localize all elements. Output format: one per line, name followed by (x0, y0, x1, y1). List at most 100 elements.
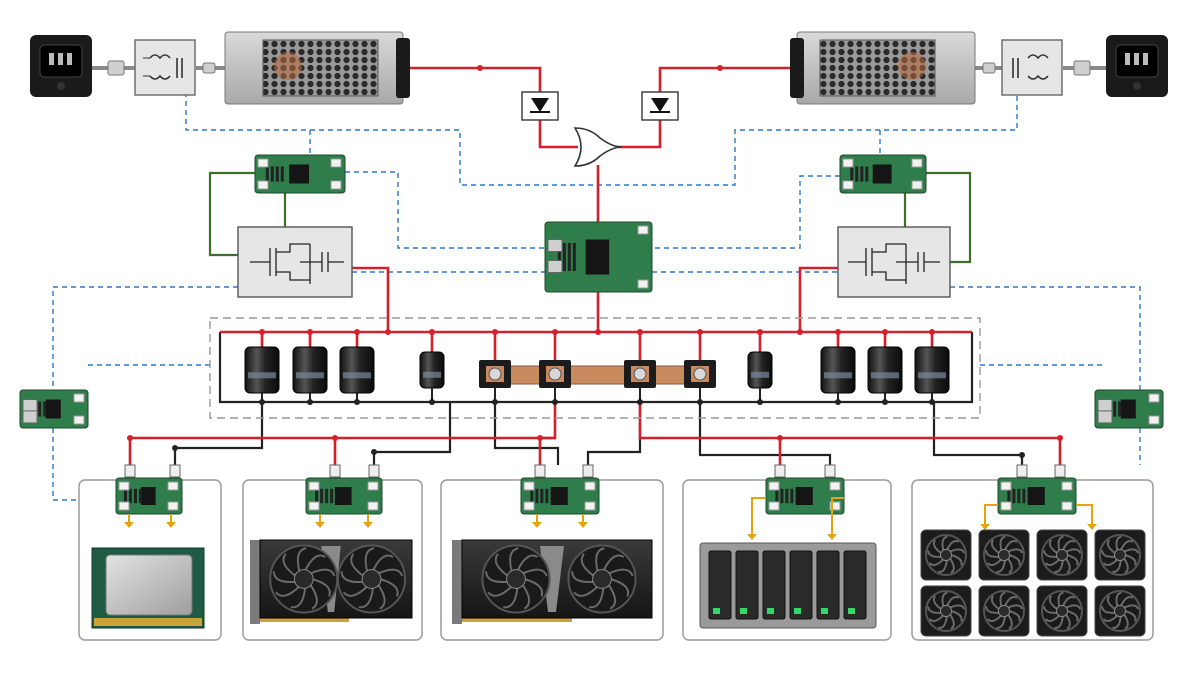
fan-blade (941, 591, 948, 607)
rail-junction-dot (477, 65, 483, 71)
pcb-connector (257, 158, 269, 168)
fan-out-arrowhead (980, 524, 990, 530)
capacitor-band (871, 372, 899, 379)
fan-blade (949, 548, 966, 554)
pcb-connector (911, 158, 923, 168)
fan-out-arrowhead (578, 522, 588, 528)
fan-blade (950, 554, 963, 566)
fan-array-icon (1036, 585, 1088, 637)
power-drop-gpu2 (538, 436, 555, 465)
fan-blade (985, 606, 1000, 614)
fan-blade (1006, 557, 1013, 574)
fan-blade (927, 550, 942, 558)
pcb-connector (1148, 415, 1160, 425)
plug-connector (329, 464, 341, 478)
pcb-connector (768, 481, 780, 491)
fan-out-arrowhead (827, 534, 837, 540)
rail-junction-dot (332, 435, 338, 441)
fan-blade (1112, 615, 1122, 629)
fan-out-arrowhead (166, 522, 176, 528)
fan-blade (1101, 606, 1116, 614)
power-drop-cpu (128, 400, 557, 465)
capacitor-body (820, 346, 856, 394)
clamp-bolt (693, 367, 707, 381)
capacitor-band (824, 372, 852, 379)
fan-array-icon (978, 529, 1030, 581)
pcb-component (315, 488, 319, 504)
fan-blade (1054, 559, 1064, 573)
fan-hub (361, 569, 382, 589)
cable-ferrules (107, 60, 1091, 76)
emi-filter-left (134, 39, 196, 96)
electrolytic-capacitor-icon (419, 351, 445, 402)
ac-inlet-left (30, 35, 92, 97)
drive-sled (762, 550, 786, 620)
pcb-connector (768, 501, 780, 511)
pcb-component (850, 166, 854, 182)
fan-array-load (920, 529, 1146, 637)
rail-junction-dot (537, 435, 543, 441)
fan-hub (1055, 604, 1069, 618)
fan-blade (1064, 557, 1071, 574)
pcb-component (275, 166, 279, 182)
pcb-component (545, 488, 549, 504)
fan-blade (986, 614, 1003, 623)
ethernet-port (547, 239, 563, 252)
pcb-component (270, 166, 274, 182)
fan-array-icon (920, 585, 972, 637)
fan-blade (928, 614, 945, 623)
pcb-component (325, 488, 329, 504)
plug-connector (534, 464, 546, 478)
fan-blade (1122, 613, 1129, 630)
fan-out-arrowhead (124, 522, 134, 528)
fan-blade (1043, 550, 1058, 558)
rail-junction-dot (717, 65, 723, 71)
capacitor-band (343, 372, 371, 379)
or-gate-icon (573, 127, 623, 167)
fan-blade (1008, 610, 1021, 622)
busbar-clamp (684, 360, 716, 402)
rail-junction-dot (929, 329, 935, 335)
drive-sled (843, 550, 867, 620)
electrolytic-capacitor-icon (747, 351, 773, 402)
fan-blade (372, 554, 394, 572)
capacitor-band (296, 372, 324, 379)
fan-blade (949, 604, 966, 610)
power-rail-right-diode (618, 118, 662, 149)
rail-junction-dot (371, 449, 377, 455)
rail-junction-dot (429, 329, 435, 335)
fan-blade (1123, 604, 1140, 610)
dc-converter-left (237, 226, 353, 298)
fan-blade (1122, 557, 1129, 574)
pcb-connector (1061, 501, 1073, 511)
pcb-chip (45, 399, 61, 419)
capacitor-band (918, 372, 946, 379)
fan-blade (1106, 539, 1116, 555)
controller-boards (19, 154, 1164, 540)
fan-blade (1124, 554, 1137, 566)
power-rail-left-converter (352, 266, 390, 332)
fan-blade (928, 558, 945, 567)
fan-array-icon (1094, 585, 1146, 637)
capacitor-bank-frame (209, 317, 981, 419)
fan-blade (589, 587, 605, 609)
fan-blade (275, 585, 301, 597)
ethernet-port (22, 410, 38, 424)
fan-blade (379, 578, 399, 597)
fan-blade (985, 550, 1000, 558)
fan-blade (990, 595, 1000, 611)
fan-out-line (1076, 504, 1093, 520)
pcb-component (123, 488, 127, 504)
plug-connector (368, 464, 380, 478)
ground-drop-drive (698, 402, 832, 465)
fan-blade (309, 583, 318, 610)
signal-line-left-to-main (345, 171, 545, 249)
ground-drop-cpu (173, 402, 264, 465)
pcb-component (1007, 488, 1011, 504)
fan-blade (996, 615, 1006, 629)
pcb-component (540, 488, 544, 504)
fan-hub (997, 604, 1011, 618)
pcb-connector (842, 180, 854, 190)
fan-blade (487, 585, 513, 597)
